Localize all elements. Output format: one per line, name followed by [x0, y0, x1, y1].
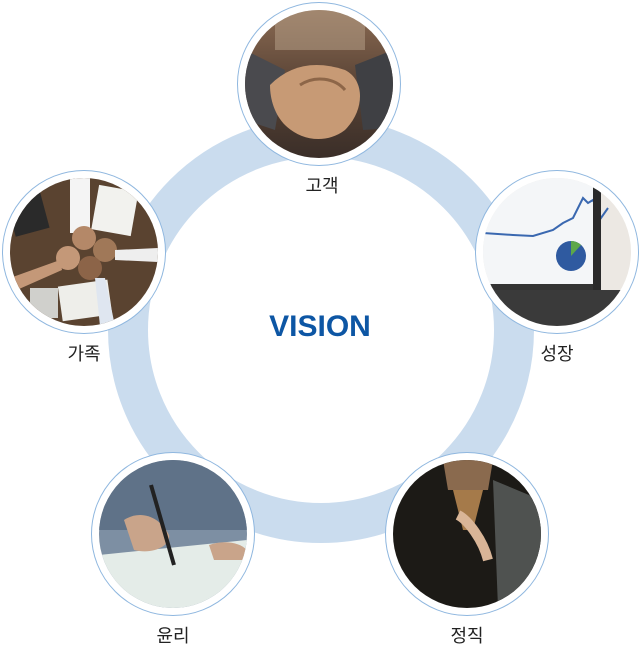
node-ethics-label: 윤리	[156, 626, 190, 647]
node-ethics	[91, 452, 255, 616]
node-integrity	[385, 452, 549, 616]
node-growth	[475, 170, 639, 334]
node-customer-label: 고객	[305, 176, 339, 197]
node-family	[2, 170, 166, 334]
fist-bump-photo	[10, 178, 158, 326]
laptop-analytics-photo	[483, 178, 631, 326]
node-integrity-label: 정직	[450, 626, 484, 647]
pen-signing-photo	[99, 460, 247, 608]
businessman-tie-photo	[393, 460, 541, 608]
handshake-photo	[245, 10, 393, 158]
node-customer	[237, 2, 401, 166]
node-family-label: 가족	[67, 344, 101, 365]
vision-title: VISION	[269, 310, 371, 343]
node-growth-label: 성장	[540, 344, 574, 365]
